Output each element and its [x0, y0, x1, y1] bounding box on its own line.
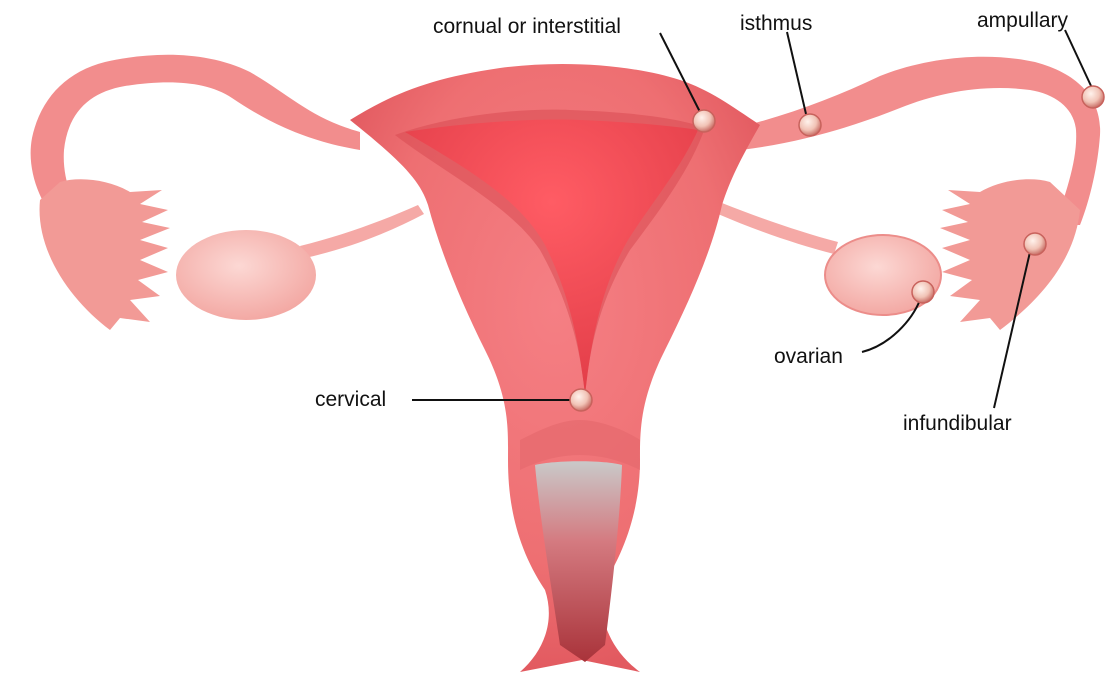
pointer-isthmus — [787, 32, 806, 114]
embryo-dot-icon — [799, 114, 821, 136]
left-infundibulum — [40, 179, 170, 330]
embryo-dot-icon — [1082, 86, 1104, 108]
label-cornual: cornual or interstitial — [433, 15, 621, 39]
label-infundibular: infundibular — [903, 412, 1012, 436]
label-ovarian: ovarian — [774, 345, 843, 369]
embryo-dot-icon — [912, 281, 934, 303]
embryo-dot-icon — [570, 389, 592, 411]
right-infundibulum — [940, 179, 1080, 330]
embryo-dot-icon — [693, 110, 715, 132]
embryo-dot-icon — [1024, 233, 1046, 255]
left-ovarian-ligament — [300, 205, 424, 258]
label-cervical: cervical — [315, 388, 386, 412]
label-ampullary: ampullary — [977, 9, 1068, 33]
label-isthmus: isthmus — [740, 12, 812, 36]
left-ovary — [176, 230, 316, 320]
right-ovarian-ligament — [718, 203, 838, 254]
